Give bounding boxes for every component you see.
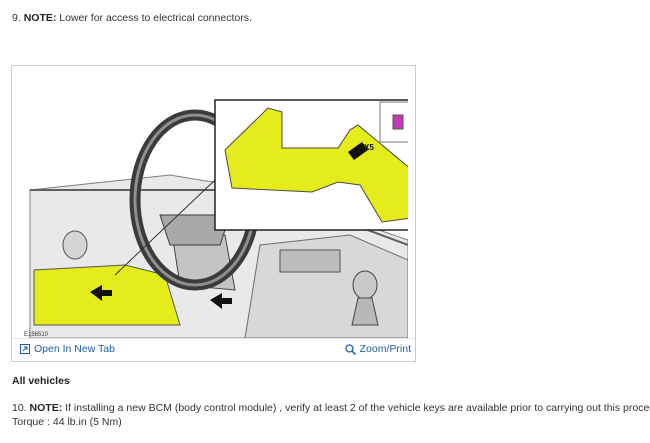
section-heading: All vehicles bbox=[12, 375, 70, 387]
zoom-icon bbox=[344, 343, 356, 355]
zoom-print-label: Zoom/Print bbox=[359, 343, 411, 355]
step-text: If installing a new BCM (body control mo… bbox=[65, 402, 650, 414]
step-text: Lower for access to electrical connector… bbox=[59, 12, 252, 24]
step-10: 10. NOTE: If installing a new BCM (body … bbox=[12, 402, 650, 414]
torque-spec: Torque : 44 lb.in (5 Nm) bbox=[12, 416, 122, 428]
open-in-new-tab-label: Open In New Tab bbox=[34, 343, 115, 355]
illustration-figure: X5 E156510 Open In New Tab Zoom/Print bbox=[11, 65, 416, 362]
bcm-location-illustration: X5 E156510 bbox=[24, 99, 408, 338]
open-in-new-tab-link[interactable]: Open In New Tab bbox=[20, 343, 115, 355]
note-label: NOTE: bbox=[23, 12, 57, 24]
step-9: 9. NOTE: Lower for access to electrical … bbox=[12, 12, 252, 24]
zoom-print-link[interactable]: Zoom/Print bbox=[344, 343, 411, 355]
note-label: NOTE: bbox=[29, 402, 63, 414]
step-number: 10. bbox=[12, 402, 27, 414]
open-in-new-tab-icon bbox=[20, 344, 30, 354]
image-code: E156510 bbox=[24, 332, 49, 338]
step-number: 9. bbox=[12, 12, 21, 24]
callout-label: X5 bbox=[364, 143, 374, 152]
figure-footer: Open In New Tab Zoom/Print bbox=[12, 338, 415, 361]
